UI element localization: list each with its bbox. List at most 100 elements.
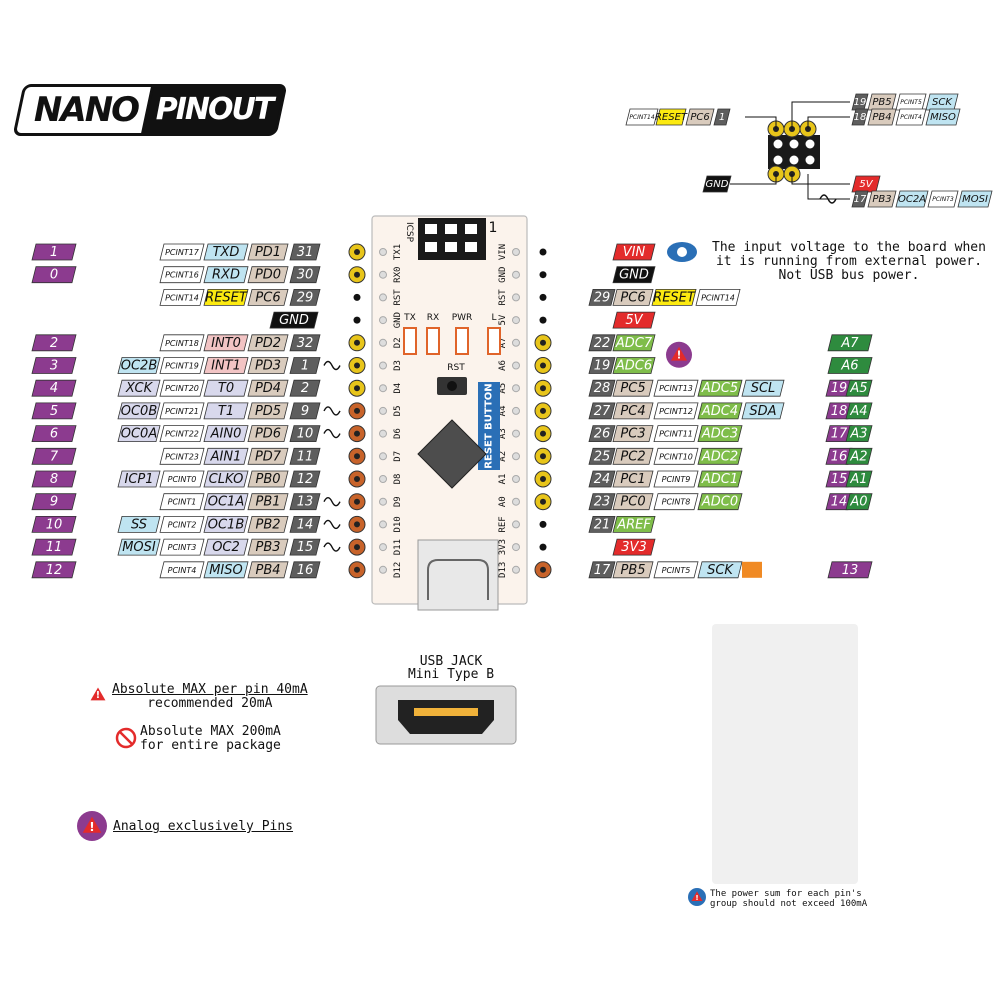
right-port-pin-bg — [612, 538, 656, 556]
left-pcint-text: PCINT22 — [165, 430, 199, 439]
left-pin-function: OC1A — [203, 493, 249, 511]
right-physical-pin-bg — [588, 379, 616, 397]
board-left-silk: D8 — [393, 474, 403, 485]
board-left-pad — [379, 452, 387, 461]
left-port-pin-bg — [247, 357, 289, 374]
left-pcint-bg — [159, 266, 205, 284]
left-alt-function-bg — [117, 379, 161, 397]
right-physical-pin-text: 22 — [594, 336, 611, 351]
right-physical-pin: 26 — [588, 425, 616, 443]
right-analog-label-text: A6 — [840, 359, 858, 374]
right-port-pin-text: PC3 — [620, 427, 645, 442]
left-pin-function-bg — [203, 447, 249, 465]
icsp-detail-pin — [805, 139, 815, 149]
board-right-silk: A7 — [498, 337, 508, 348]
left-pcint: PCINT20 — [159, 379, 205, 397]
right-physical-pin: 23 — [588, 493, 616, 511]
left-port-pin-text: PD3 — [255, 359, 281, 374]
left-pin-function: OC2 — [203, 538, 249, 556]
right-pcint: PCINT12 — [653, 402, 699, 420]
board-led — [403, 327, 417, 355]
right-pin-function-text: ADC2 — [701, 449, 738, 464]
left-digital-number-text: 8 — [50, 472, 58, 487]
right-analog-label-bg — [845, 379, 873, 397]
left-physical-pin-bg — [289, 538, 321, 556]
left-physical-pin-bg — [289, 334, 321, 352]
right-digital-number-text: 19 — [831, 381, 848, 396]
analog-warning-icon: ! — [666, 341, 692, 368]
left-pcint: PCINT21 — [159, 402, 205, 420]
icsp-mosi-fn-text: OC2A — [898, 194, 926, 205]
left-port-pin: PD2 — [247, 334, 289, 352]
pwm-icon — [323, 406, 341, 416]
left-digital-number-bg — [31, 425, 77, 443]
icsp-reset-port: PC6 — [685, 108, 715, 126]
right-physical-pin-text: 27 — [594, 404, 611, 419]
left-port-pin-text: PC6 — [255, 290, 280, 305]
right-port-pin: PC1 — [612, 470, 654, 488]
left-pin-function-text: INT0 — [211, 336, 241, 351]
left-pin-function-bg — [203, 266, 249, 284]
icsp-reset-phys-bg — [713, 108, 731, 126]
right-pin-dot-hole — [540, 566, 546, 573]
right-pin-function: ADC2 — [697, 447, 743, 465]
right-physical-pin: 19 — [588, 357, 616, 374]
left-alt-function-bg — [117, 402, 161, 420]
left-pcint-bg — [159, 334, 205, 352]
left-pin-function: MISO — [203, 561, 249, 579]
icsp-gnd-bg — [702, 175, 732, 193]
right-pcint-bg — [653, 425, 699, 443]
right-pcint-bg — [653, 447, 699, 465]
icsp-reset-phys: 1 — [713, 108, 731, 126]
left-port-pin: PD0 — [247, 266, 289, 284]
left-port-pin-text: PD7 — [255, 449, 282, 464]
right-port-pin-bg — [612, 425, 654, 443]
right-pcint-text: PCINT13 — [659, 384, 693, 393]
right-analog-label-bg — [845, 470, 873, 488]
left-digital-number-text: 0 — [50, 268, 58, 283]
right-pin-function: ADC5 — [697, 379, 743, 397]
right-pin-function-text: SCK — [707, 563, 734, 578]
board-left-pad — [379, 543, 387, 552]
left-port-pin-bg — [247, 538, 289, 556]
left-port-pin-text: PD0 — [255, 268, 281, 283]
left-port-pin-bg — [247, 425, 289, 443]
left-alt-function-text: XCK — [125, 381, 154, 396]
right-port-pin-text: PB5 — [620, 563, 645, 578]
right-port-pin-bg — [612, 288, 654, 306]
left-alt-function-bg — [117, 470, 161, 488]
board-icsp-pin — [465, 224, 477, 234]
board-left-pad — [379, 316, 387, 325]
left-pin-function-text: MISO — [209, 563, 243, 578]
left-pin-function-bg — [203, 561, 249, 579]
left-port-pin-bg — [247, 561, 289, 579]
left-port-pin-bg — [247, 470, 289, 488]
right-port-pin-text: PC6 — [620, 290, 645, 305]
left-pin-dot-hole — [354, 339, 360, 346]
left-pin-function-text: RXD — [212, 268, 240, 283]
left-pcint: PCINT18 — [159, 334, 205, 352]
right-pin-function-text: ADC3 — [701, 427, 738, 442]
board-left-silk: RST — [393, 289, 403, 306]
board-left-pad — [379, 565, 387, 574]
power-sum-line: group should not exceed 100mA — [710, 899, 868, 909]
left-pin-function-bg — [203, 538, 249, 556]
right-pin-function-text: ADC4 — [701, 404, 738, 419]
left-port-pin-text: GND — [279, 313, 309, 328]
left-digital-number: 11 — [31, 538, 77, 556]
board-left-silk: D4 — [393, 383, 403, 394]
right-pin-dot-hole — [540, 476, 546, 482]
right-port-pin-text: PC5 — [620, 381, 645, 396]
left-pin-function: AIN1 — [203, 447, 249, 465]
left-pcint-text: PCINT16 — [165, 271, 199, 280]
left-port-pin: PC6 — [247, 288, 289, 306]
right-digital-number: 17 — [825, 425, 853, 443]
left-digital-number-bg — [31, 538, 77, 556]
left-physical-pin-text: 14 — [297, 517, 314, 532]
board-right-pad — [512, 361, 520, 370]
board-right-pad — [512, 293, 520, 302]
board-left-pad — [379, 248, 387, 256]
left-alt-function-text: MOSI — [122, 540, 156, 555]
left-digital-number: 3 — [31, 357, 77, 374]
icsp-mosi-text: MOSI — [962, 194, 988, 205]
